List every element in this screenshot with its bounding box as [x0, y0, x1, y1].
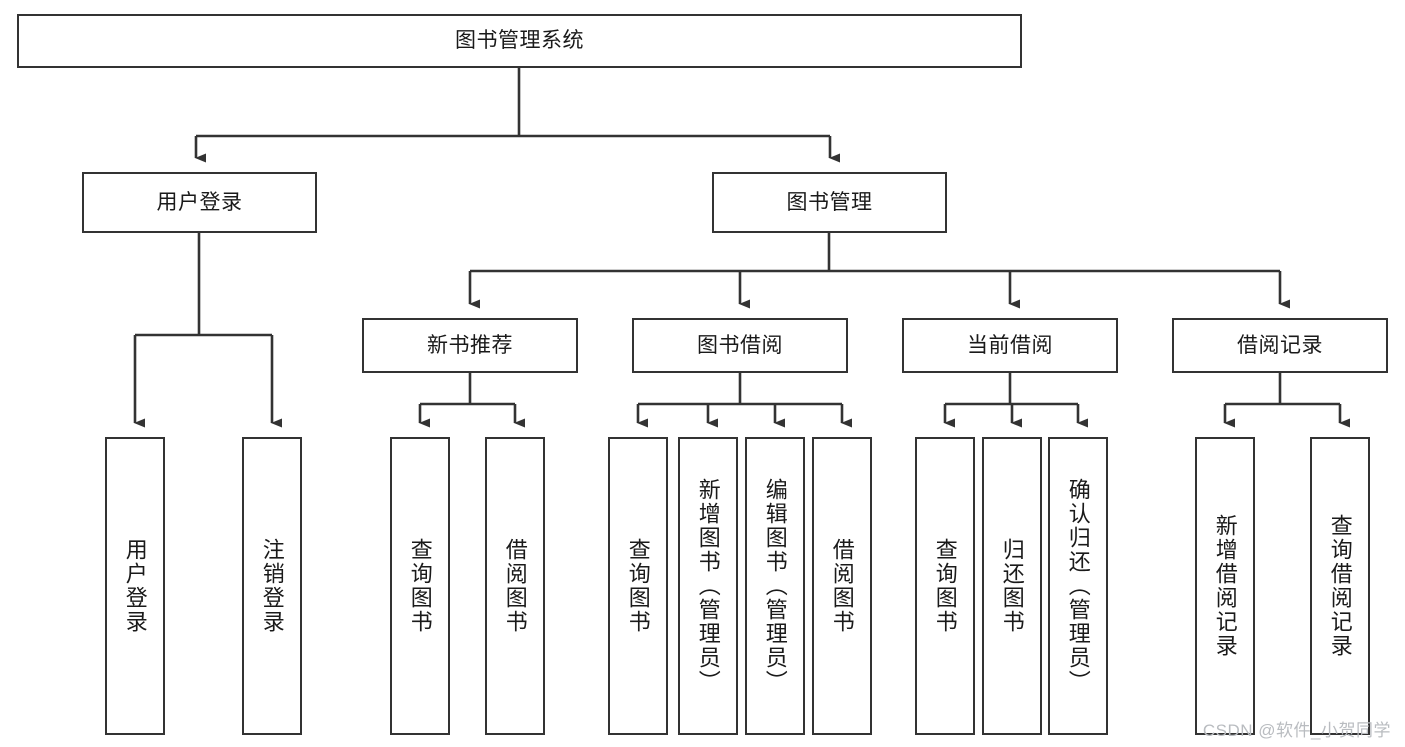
node-current-borrow[interactable]: 当前借阅 — [902, 318, 1118, 373]
node-leaf-borrow-book-2-label: 借阅图书 — [829, 538, 855, 634]
node-leaf-confirm-return-label: 确认归还（管理员） — [1065, 478, 1091, 694]
node-leaf-query-book-2-label: 查询图书 — [625, 538, 651, 634]
node-leaf-borrow-book-2[interactable]: 借阅图书 — [812, 437, 872, 735]
watermark: CSDN @软件_小贺同学 — [1202, 721, 1391, 740]
node-leaf-borrow-book-1-label: 借阅图书 — [502, 538, 528, 634]
node-book-manage-label: 图书管理 — [786, 190, 873, 214]
node-leaf-add-record[interactable]: 新增借阅记录 — [1195, 437, 1255, 735]
node-user-login[interactable]: 用户登录 — [82, 172, 317, 233]
node-leaf-query-record-label: 查询借阅记录 — [1327, 514, 1353, 658]
node-leaf-logout-label: 注销登录 — [259, 538, 285, 634]
node-leaf-confirm-return[interactable]: 确认归还（管理员） — [1048, 437, 1108, 735]
node-leaf-query-record[interactable]: 查询借阅记录 — [1310, 437, 1370, 735]
node-new-book-rec[interactable]: 新书推荐 — [362, 318, 578, 373]
node-leaf-query-book-2[interactable]: 查询图书 — [608, 437, 668, 735]
node-book-borrow-label: 图书借阅 — [697, 333, 783, 357]
node-borrow-record-label: 借阅记录 — [1237, 333, 1323, 357]
node-leaf-return-book-label: 归还图书 — [999, 538, 1025, 634]
node-leaf-query-book-1-label: 查询图书 — [407, 538, 433, 634]
node-leaf-user-login[interactable]: 用户登录 — [105, 437, 165, 735]
node-borrow-record[interactable]: 借阅记录 — [1172, 318, 1388, 373]
node-new-book-rec-label: 新书推荐 — [427, 333, 513, 357]
node-leaf-borrow-book-1[interactable]: 借阅图书 — [485, 437, 545, 735]
node-leaf-add-book[interactable]: 新增图书（管理员） — [678, 437, 738, 735]
node-leaf-edit-book[interactable]: 编辑图书（管理员） — [745, 437, 805, 735]
node-leaf-query-book-3[interactable]: 查询图书 — [915, 437, 975, 735]
node-book-borrow[interactable]: 图书借阅 — [632, 318, 848, 373]
node-leaf-query-book-3-label: 查询图书 — [932, 538, 958, 634]
node-book-manage[interactable]: 图书管理 — [712, 172, 947, 233]
node-leaf-add-book-label: 新增图书（管理员） — [695, 478, 721, 694]
node-leaf-query-book-1[interactable]: 查询图书 — [390, 437, 450, 735]
node-root-label: 图书管理系统 — [455, 29, 584, 53]
node-leaf-user-login-label: 用户登录 — [122, 538, 148, 634]
node-leaf-add-record-label: 新增借阅记录 — [1212, 514, 1238, 658]
node-leaf-return-book[interactable]: 归还图书 — [982, 437, 1042, 735]
node-leaf-edit-book-label: 编辑图书（管理员） — [762, 478, 788, 694]
node-current-borrow-label: 当前借阅 — [967, 333, 1053, 357]
node-leaf-logout[interactable]: 注销登录 — [242, 437, 302, 735]
node-root[interactable]: 图书管理系统 — [17, 14, 1022, 68]
node-user-login-label: 用户登录 — [156, 190, 243, 214]
